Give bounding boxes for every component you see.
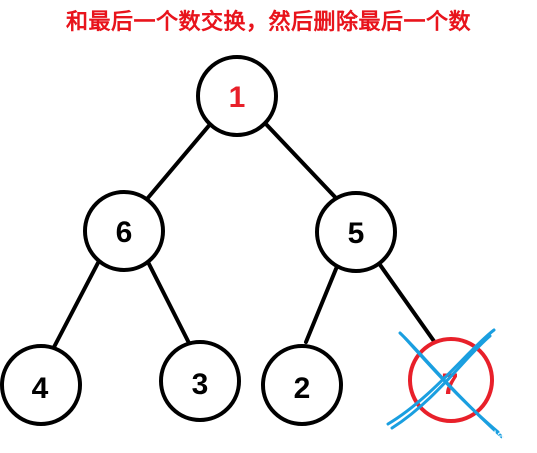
tree-node-right-left-leaf: 2	[261, 344, 343, 426]
node-circle	[159, 340, 241, 422]
edge-right-rightleaf	[376, 260, 438, 346]
node-value: 5	[348, 217, 365, 250]
tree-node-left-right-leaf: 3	[159, 340, 241, 422]
edge-left-leftleaf	[51, 257, 102, 351]
node-circle	[196, 55, 278, 137]
node-circle-highlighted	[408, 337, 494, 423]
page-title: 和最后一个数交换，然后删除最后一个数	[65, 10, 471, 35]
node-value: 1	[229, 81, 246, 114]
tree-node-right-child: 5	[315, 191, 397, 273]
tree-node-right-right-leaf-crossed-out: 7	[386, 328, 504, 439]
tree-node-left-left-leaf: 4	[0, 344, 82, 426]
tree-node-root: 1	[196, 55, 278, 137]
edge-root-right	[262, 120, 337, 199]
cross-out-mark-icon	[386, 328, 504, 439]
edge-root-left	[145, 120, 214, 201]
tree-edges	[51, 120, 438, 351]
edge-left-rightleaf	[146, 260, 193, 349]
node-circle	[261, 344, 343, 426]
watermark: CSDN @abs(ln(1+NaN))	[370, 427, 524, 443]
node-value: 4	[32, 372, 49, 405]
node-value: 3	[192, 368, 209, 401]
node-value: 6	[116, 216, 133, 249]
node-circle	[0, 344, 82, 426]
node-value: 2	[294, 372, 311, 405]
node-circle	[315, 191, 397, 273]
node-circle	[83, 190, 165, 272]
tree-node-left-child: 6	[83, 190, 165, 272]
edge-right-leftleaf	[304, 262, 340, 344]
